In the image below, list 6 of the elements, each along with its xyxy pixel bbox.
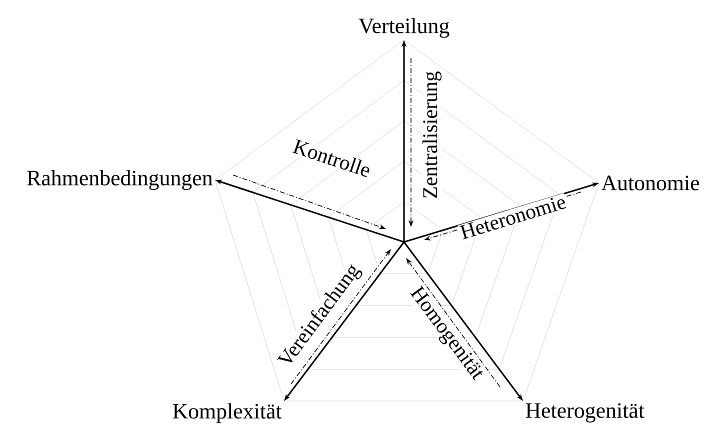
axis-label: Autonomie xyxy=(601,176,700,190)
axis-label: Verteilung xyxy=(358,18,450,38)
axis-label: Heterogenität xyxy=(526,403,644,422)
edge-label: Zentralisierung xyxy=(422,70,443,200)
axis-label: Komplexität xyxy=(172,403,282,424)
axis-label: Rahmenbedingungen xyxy=(27,170,212,190)
